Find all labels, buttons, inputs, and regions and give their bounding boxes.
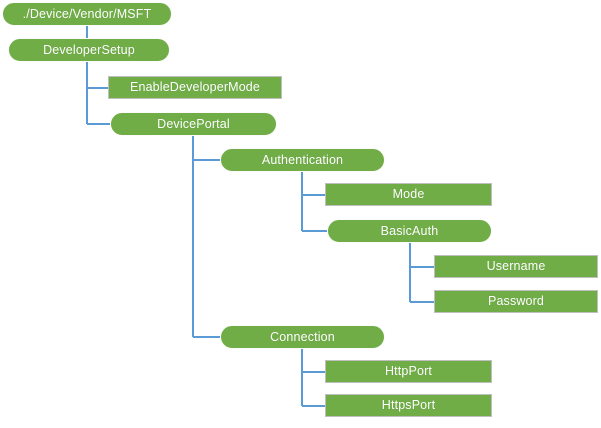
node-developersetup-label: DeveloperSetup bbox=[43, 42, 135, 57]
node-basicauth[interactable]: BasicAuth bbox=[327, 219, 492, 243]
node-basicauth-label: BasicAuth bbox=[380, 223, 439, 238]
node-developersetup[interactable]: DeveloperSetup bbox=[8, 38, 170, 62]
node-mode[interactable]: Mode bbox=[325, 183, 492, 206]
node-deviceportal[interactable]: DevicePortal bbox=[110, 112, 277, 136]
node-connection-label: Connection bbox=[270, 329, 335, 344]
node-httpport[interactable]: HttpPort bbox=[325, 360, 492, 383]
node-username[interactable]: Username bbox=[434, 255, 598, 278]
node-mode-label: Mode bbox=[392, 187, 425, 202]
node-authentication[interactable]: Authentication bbox=[220, 148, 385, 172]
node-password-label: Password bbox=[487, 294, 545, 309]
node-connection[interactable]: Connection bbox=[220, 325, 385, 349]
node-deviceportal-label: DevicePortal bbox=[157, 116, 230, 131]
node-httpport-label: HttpPort bbox=[384, 364, 433, 379]
node-root[interactable]: ./Device/Vendor/MSFT bbox=[2, 2, 172, 26]
node-username-label: Username bbox=[486, 259, 546, 274]
node-httpsport-label: HttpsPort bbox=[381, 398, 436, 413]
node-enabledevelopermode[interactable]: EnableDeveloperMode bbox=[108, 76, 282, 99]
node-enabledevelopermode-label: EnableDeveloperMode bbox=[129, 80, 261, 95]
node-root-label: ./Device/Vendor/MSFT bbox=[22, 6, 152, 21]
node-password[interactable]: Password bbox=[434, 290, 598, 313]
node-httpsport[interactable]: HttpsPort bbox=[325, 394, 492, 417]
node-authentication-label: Authentication bbox=[261, 152, 344, 167]
